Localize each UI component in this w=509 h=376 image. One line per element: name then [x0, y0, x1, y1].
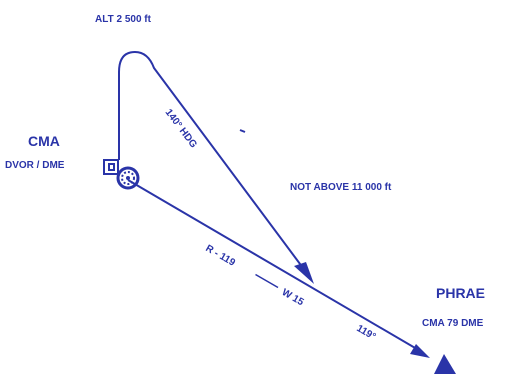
heading-arrowhead	[294, 262, 314, 284]
triangle-waypoint-icon	[434, 354, 456, 374]
station-type: DVOR / DME	[5, 160, 65, 171]
radial-track	[127, 179, 423, 353]
fix-distance: CMA 79 DME	[422, 318, 484, 329]
heading-label: 140° HDG	[163, 107, 199, 150]
track-label: 119°	[355, 323, 378, 343]
chart-mark	[239, 129, 246, 133]
fix-name: PHRAE	[436, 285, 485, 301]
radial-dash	[255, 273, 279, 289]
radial-label: R - 119	[204, 243, 238, 269]
altitude-limit-label: NOT ABOVE 11 000 ft	[290, 182, 392, 193]
radial-suffix: W 15	[280, 287, 306, 308]
radial-arrowhead	[410, 344, 430, 358]
altitude-label: ALT 2 500 ft	[95, 14, 152, 25]
teardrop-track	[118, 50, 307, 273]
dvor-dme-icon	[103, 159, 140, 190]
station-name: CMA	[28, 133, 60, 149]
